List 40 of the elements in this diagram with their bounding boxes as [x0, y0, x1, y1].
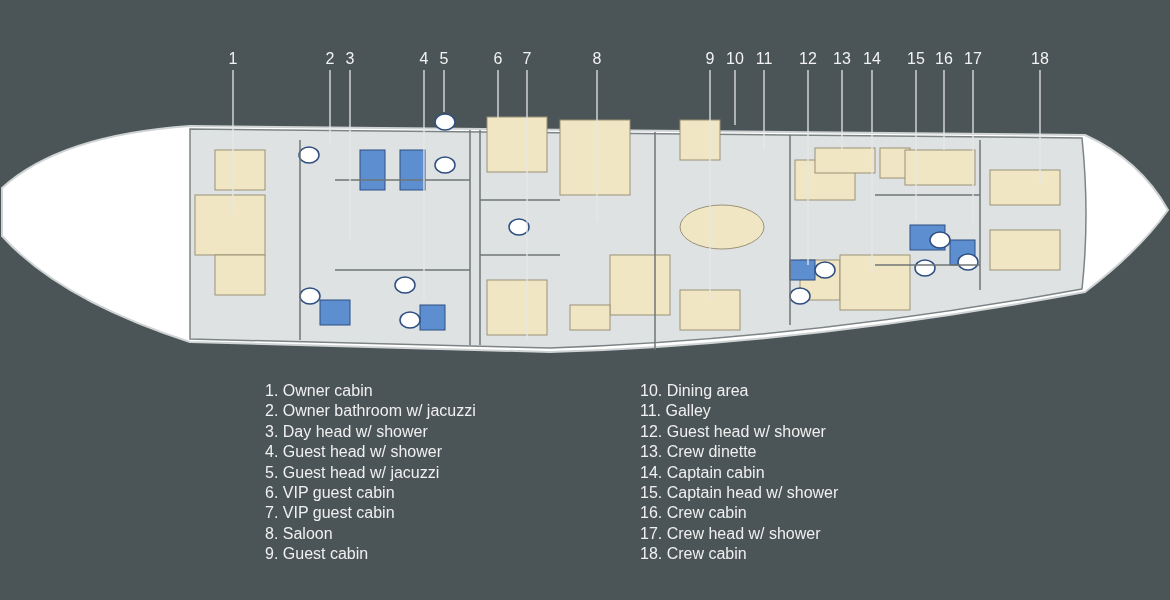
key-entry: 6. VIP guest cabin [265, 483, 395, 502]
callout-number: 17 [958, 50, 988, 68]
leader-line [443, 69, 445, 113]
leader-line [1039, 69, 1041, 186]
key-entry: 9. Guest cabin [265, 544, 369, 564]
key-entry: 14. Captain cabin [640, 462, 765, 482]
callout-number: 8 [582, 50, 612, 68]
callout-number: 11 [749, 50, 779, 68]
key-entry: 18. Crew cabin [640, 544, 747, 564]
key-entry: 10. Dining area [640, 381, 749, 400]
key-entry: 3. Day head w/ shower [265, 421, 428, 441]
key-entry: 12. Guest head w/ shower [640, 421, 826, 441]
key-entry: 7. VIP guest cabin [265, 503, 395, 523]
key-entry: 13. Crew dinette [640, 442, 757, 462]
leader-line [232, 69, 234, 216]
leader-line [841, 69, 843, 151]
key-entry: 15. Captain head w/ shower [640, 483, 839, 502]
leader-line [871, 69, 873, 273]
key-entry: 8. Saloon [265, 523, 333, 543]
key-entry: 5. Guest head w/ jacuzzi [265, 462, 440, 482]
callout-number: 1 [218, 50, 248, 68]
callout-number: 18 [1025, 50, 1055, 68]
key-entry: 4. Guest head w/ shower [265, 442, 442, 462]
callout-number: 6 [483, 50, 513, 68]
leader-line [807, 69, 809, 266]
callout-number: 12 [793, 50, 823, 68]
leader-line [943, 69, 945, 151]
key-entry: 2. Owner bathroom w/ jacuzzi [265, 401, 476, 421]
callout-number: 16 [929, 50, 959, 68]
callout-number: 13 [827, 50, 857, 68]
key-entry: 11. Galley [640, 401, 711, 421]
key-entry: 16. Crew cabin [640, 503, 747, 523]
leader-line [497, 69, 499, 119]
callout-number: 7 [512, 50, 542, 68]
callout-number: 15 [901, 50, 931, 68]
callout-number: 14 [857, 50, 887, 68]
key-entry: 1. Owner cabin [265, 381, 373, 400]
leader-line [734, 69, 736, 126]
leader-line [709, 69, 711, 301]
key-entry: 17. Crew head w/ shower [640, 523, 821, 543]
